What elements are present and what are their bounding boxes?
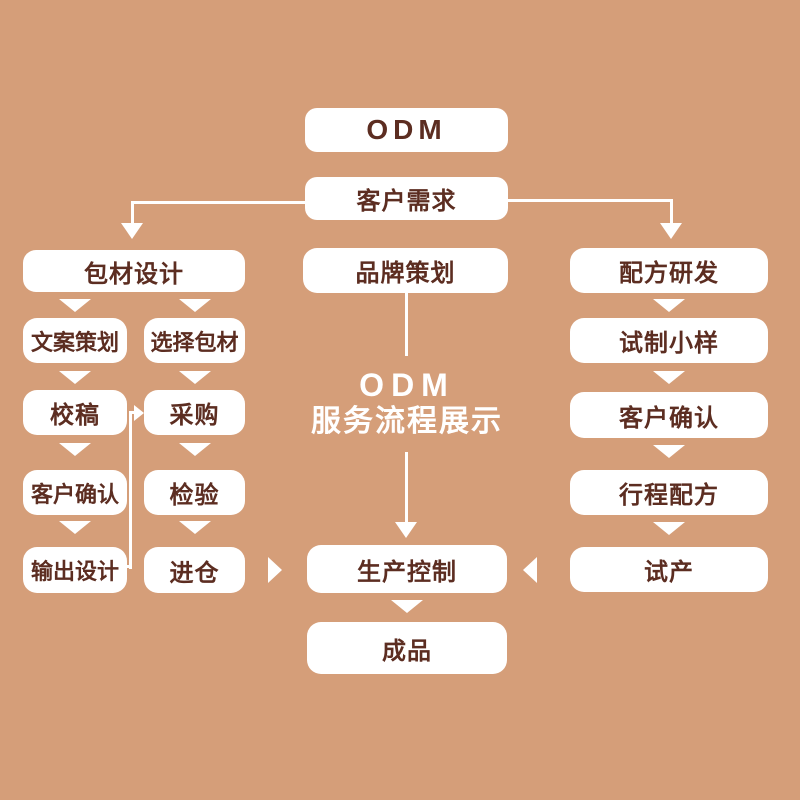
- node-label: 检验: [169, 482, 220, 509]
- arrow-down-icon: [59, 521, 91, 534]
- arrow-down-icon: [660, 223, 682, 239]
- node-label: 文案策划: [30, 329, 119, 355]
- node-formula-rd: 配方研发: [570, 248, 768, 293]
- node-label: 采购: [169, 402, 220, 429]
- node-label: 客户需求: [356, 188, 457, 215]
- node-proofreading: 校稿: [23, 390, 127, 435]
- node-label: 客户确认: [619, 404, 719, 432]
- arrow-down-icon: [653, 522, 685, 535]
- arrow-right-icon: [134, 405, 144, 421]
- node-label: 试产: [644, 559, 694, 586]
- arrow-down-icon: [59, 371, 91, 384]
- node-label: 试制小样: [619, 330, 719, 357]
- node-label: ODM: [366, 114, 447, 145]
- node-label: 进仓: [169, 559, 220, 587]
- diagram-title-line1: ODM: [359, 367, 455, 403]
- connector-line: [129, 411, 132, 569]
- node-label: 输出设计: [30, 559, 119, 584]
- arrow-down-icon: [59, 299, 91, 312]
- node-label: 选择包材: [150, 329, 239, 355]
- node-label: 品牌策划: [355, 260, 456, 287]
- node-trial-sample: 试制小样: [570, 318, 768, 363]
- arrow-down-icon: [391, 600, 423, 613]
- arrow-down-icon: [179, 443, 211, 456]
- node-label: 配方研发: [619, 260, 719, 287]
- arrow-down-icon: [121, 223, 143, 239]
- connector-line: [131, 201, 134, 225]
- arrow-down-icon: [653, 371, 685, 384]
- node-customer-confirm-right: 客户确认: [570, 392, 768, 438]
- node-odm: ODM: [305, 108, 508, 152]
- node-label: 包材设计: [84, 260, 184, 288]
- node-label: 校稿: [50, 402, 100, 429]
- node-production-control: 生产控制: [307, 545, 507, 593]
- node-customer-confirm-left: 客户确认: [23, 470, 127, 515]
- connector-line: [507, 199, 672, 202]
- node-warehousing: 进仓: [144, 547, 245, 593]
- arrow-right-icon: [268, 557, 282, 583]
- connector-line: [133, 201, 305, 204]
- connector-line: [405, 452, 408, 524]
- node-formula-schedule: 行程配方: [570, 470, 768, 515]
- node-brand-planning: 品牌策划: [303, 248, 508, 293]
- arrow-down-icon: [179, 299, 211, 312]
- node-inspection: 检验: [144, 470, 245, 515]
- arrow-down-icon: [59, 443, 91, 456]
- node-label: 成品: [382, 637, 432, 665]
- node-select-packaging: 选择包材: [144, 318, 245, 363]
- node-finished-product: 成品: [307, 622, 507, 674]
- arrow-down-icon: [395, 522, 417, 538]
- arrow-left-icon: [523, 557, 537, 583]
- node-output-design: 输出设计: [23, 547, 127, 593]
- connector-line: [405, 293, 408, 356]
- node-label: 行程配方: [619, 482, 719, 509]
- node-trial-production: 试产: [570, 547, 768, 592]
- connector-line: [124, 565, 132, 568]
- node-label: 生产控制: [357, 558, 457, 586]
- node-customer-needs: 客户需求: [305, 177, 508, 220]
- diagram-title: ODM 服务流程展示: [250, 366, 564, 440]
- node-procurement: 采购: [144, 390, 245, 435]
- arrow-down-icon: [653, 299, 685, 312]
- node-label: 客户确认: [30, 481, 119, 507]
- arrow-down-icon: [179, 371, 211, 384]
- connector-line: [129, 411, 136, 414]
- diagram-title-line2: 服务流程展示: [311, 405, 503, 439]
- connector-line: [670, 199, 673, 223]
- arrow-down-icon: [653, 445, 685, 458]
- arrow-down-icon: [179, 521, 211, 534]
- node-copy-planning: 文案策划: [23, 318, 127, 363]
- node-packaging-design: 包材设计: [23, 250, 245, 292]
